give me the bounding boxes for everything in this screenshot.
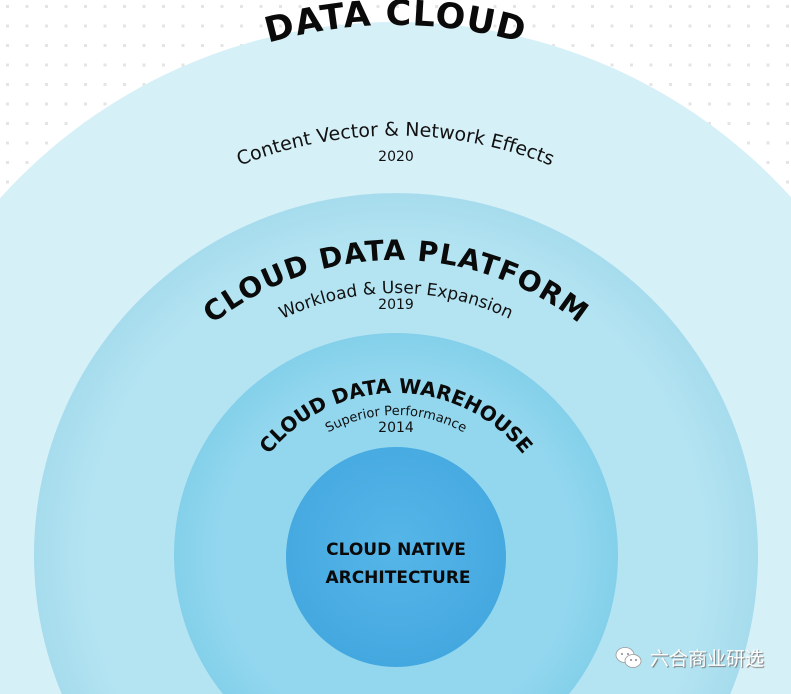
- core-circle: [286, 447, 506, 667]
- wechat-icon: [615, 646, 642, 668]
- layer-year: 2014: [378, 420, 414, 436]
- layer-year: 2019: [378, 297, 414, 313]
- core-label-line2: ARCHITECTURE: [325, 568, 470, 588]
- core-label-line1: CLOUD NATIVE: [326, 540, 466, 560]
- watermark-text: 六合商业研选: [650, 648, 765, 670]
- layer-year: 2020: [378, 149, 414, 165]
- watermark: 六合商业研选: [614, 644, 764, 671]
